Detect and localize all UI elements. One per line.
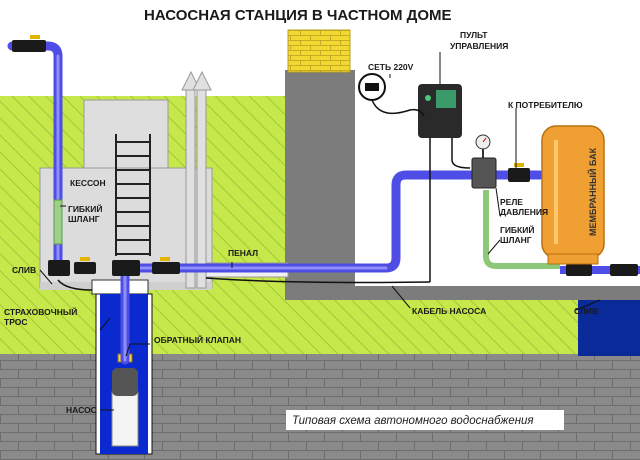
vent-pipes — [181, 70, 212, 289]
label-caisson: КЕССОН — [70, 178, 106, 188]
label-flex-hose-left-2: ШЛАНГ — [68, 214, 100, 224]
label-flex-hose-left-1: ГИБКИЙ — [68, 203, 102, 214]
label-drain: СЛИВ — [12, 265, 36, 275]
pressure-relay — [471, 157, 497, 189]
label-network: СЕТЬ 220V — [368, 62, 414, 72]
pump-body — [111, 391, 139, 447]
label-flex-hose-right-2: ШЛАНГ — [500, 235, 532, 245]
power-socket — [358, 73, 386, 101]
valves — [12, 40, 638, 276]
label-control-panel-1: ПУЛЬТ — [460, 30, 488, 40]
label-pressure-relay-1: РЕЛЕ — [500, 197, 523, 207]
label-flex-hose-right-1: ГИБКИЙ — [500, 224, 534, 235]
pump-motor — [112, 368, 138, 396]
leader-lines — [39, 52, 601, 411]
diagram-title: НАСОСНАЯ СТАНЦИЯ В ЧАСТНОМ ДОМЕ — [144, 7, 452, 24]
label-casing: ПЕНАЛ — [228, 248, 258, 258]
cables — [57, 99, 471, 291]
house-wall — [285, 70, 355, 300]
caisson-top — [83, 99, 169, 173]
label-pressure-relay-2: ДАВЛЕНИЯ — [500, 207, 548, 217]
house-floor — [285, 286, 640, 300]
well-cap — [91, 279, 149, 295]
label-check-valve: ОБРАТНЫЙ КЛАПАН — [154, 334, 241, 345]
tank-stand — [547, 253, 599, 265]
drain-basin — [578, 300, 640, 356]
label-pump: НАСОС — [66, 405, 97, 415]
label-control-panel-2: УПРАВЛЕНИЯ — [450, 41, 508, 51]
label-safety-rope-1: СТРАХОВОЧНЫЙ — [4, 306, 77, 317]
flex-hose-left — [53, 199, 63, 245]
label-drain-right: СЛИВ — [574, 306, 598, 316]
label-safety-rope-2: ТРОС — [4, 317, 28, 327]
caption-box — [286, 410, 564, 430]
ladder — [115, 134, 151, 256]
chimney — [287, 29, 351, 73]
flex-hose-right — [483, 190, 560, 269]
label-pump-cable: КАБЕЛЬ НАСОСА — [412, 306, 486, 316]
caption-text: Типовая схема автономного водоснабжения — [292, 415, 534, 427]
label-membrane-tank: МЕМБРАННЫЙ БАК — [587, 147, 598, 236]
control-panel — [418, 84, 462, 138]
label-to-consumer: К ПОТРЕБИТЕЛЮ — [508, 100, 583, 110]
valve-handles — [30, 35, 524, 261]
